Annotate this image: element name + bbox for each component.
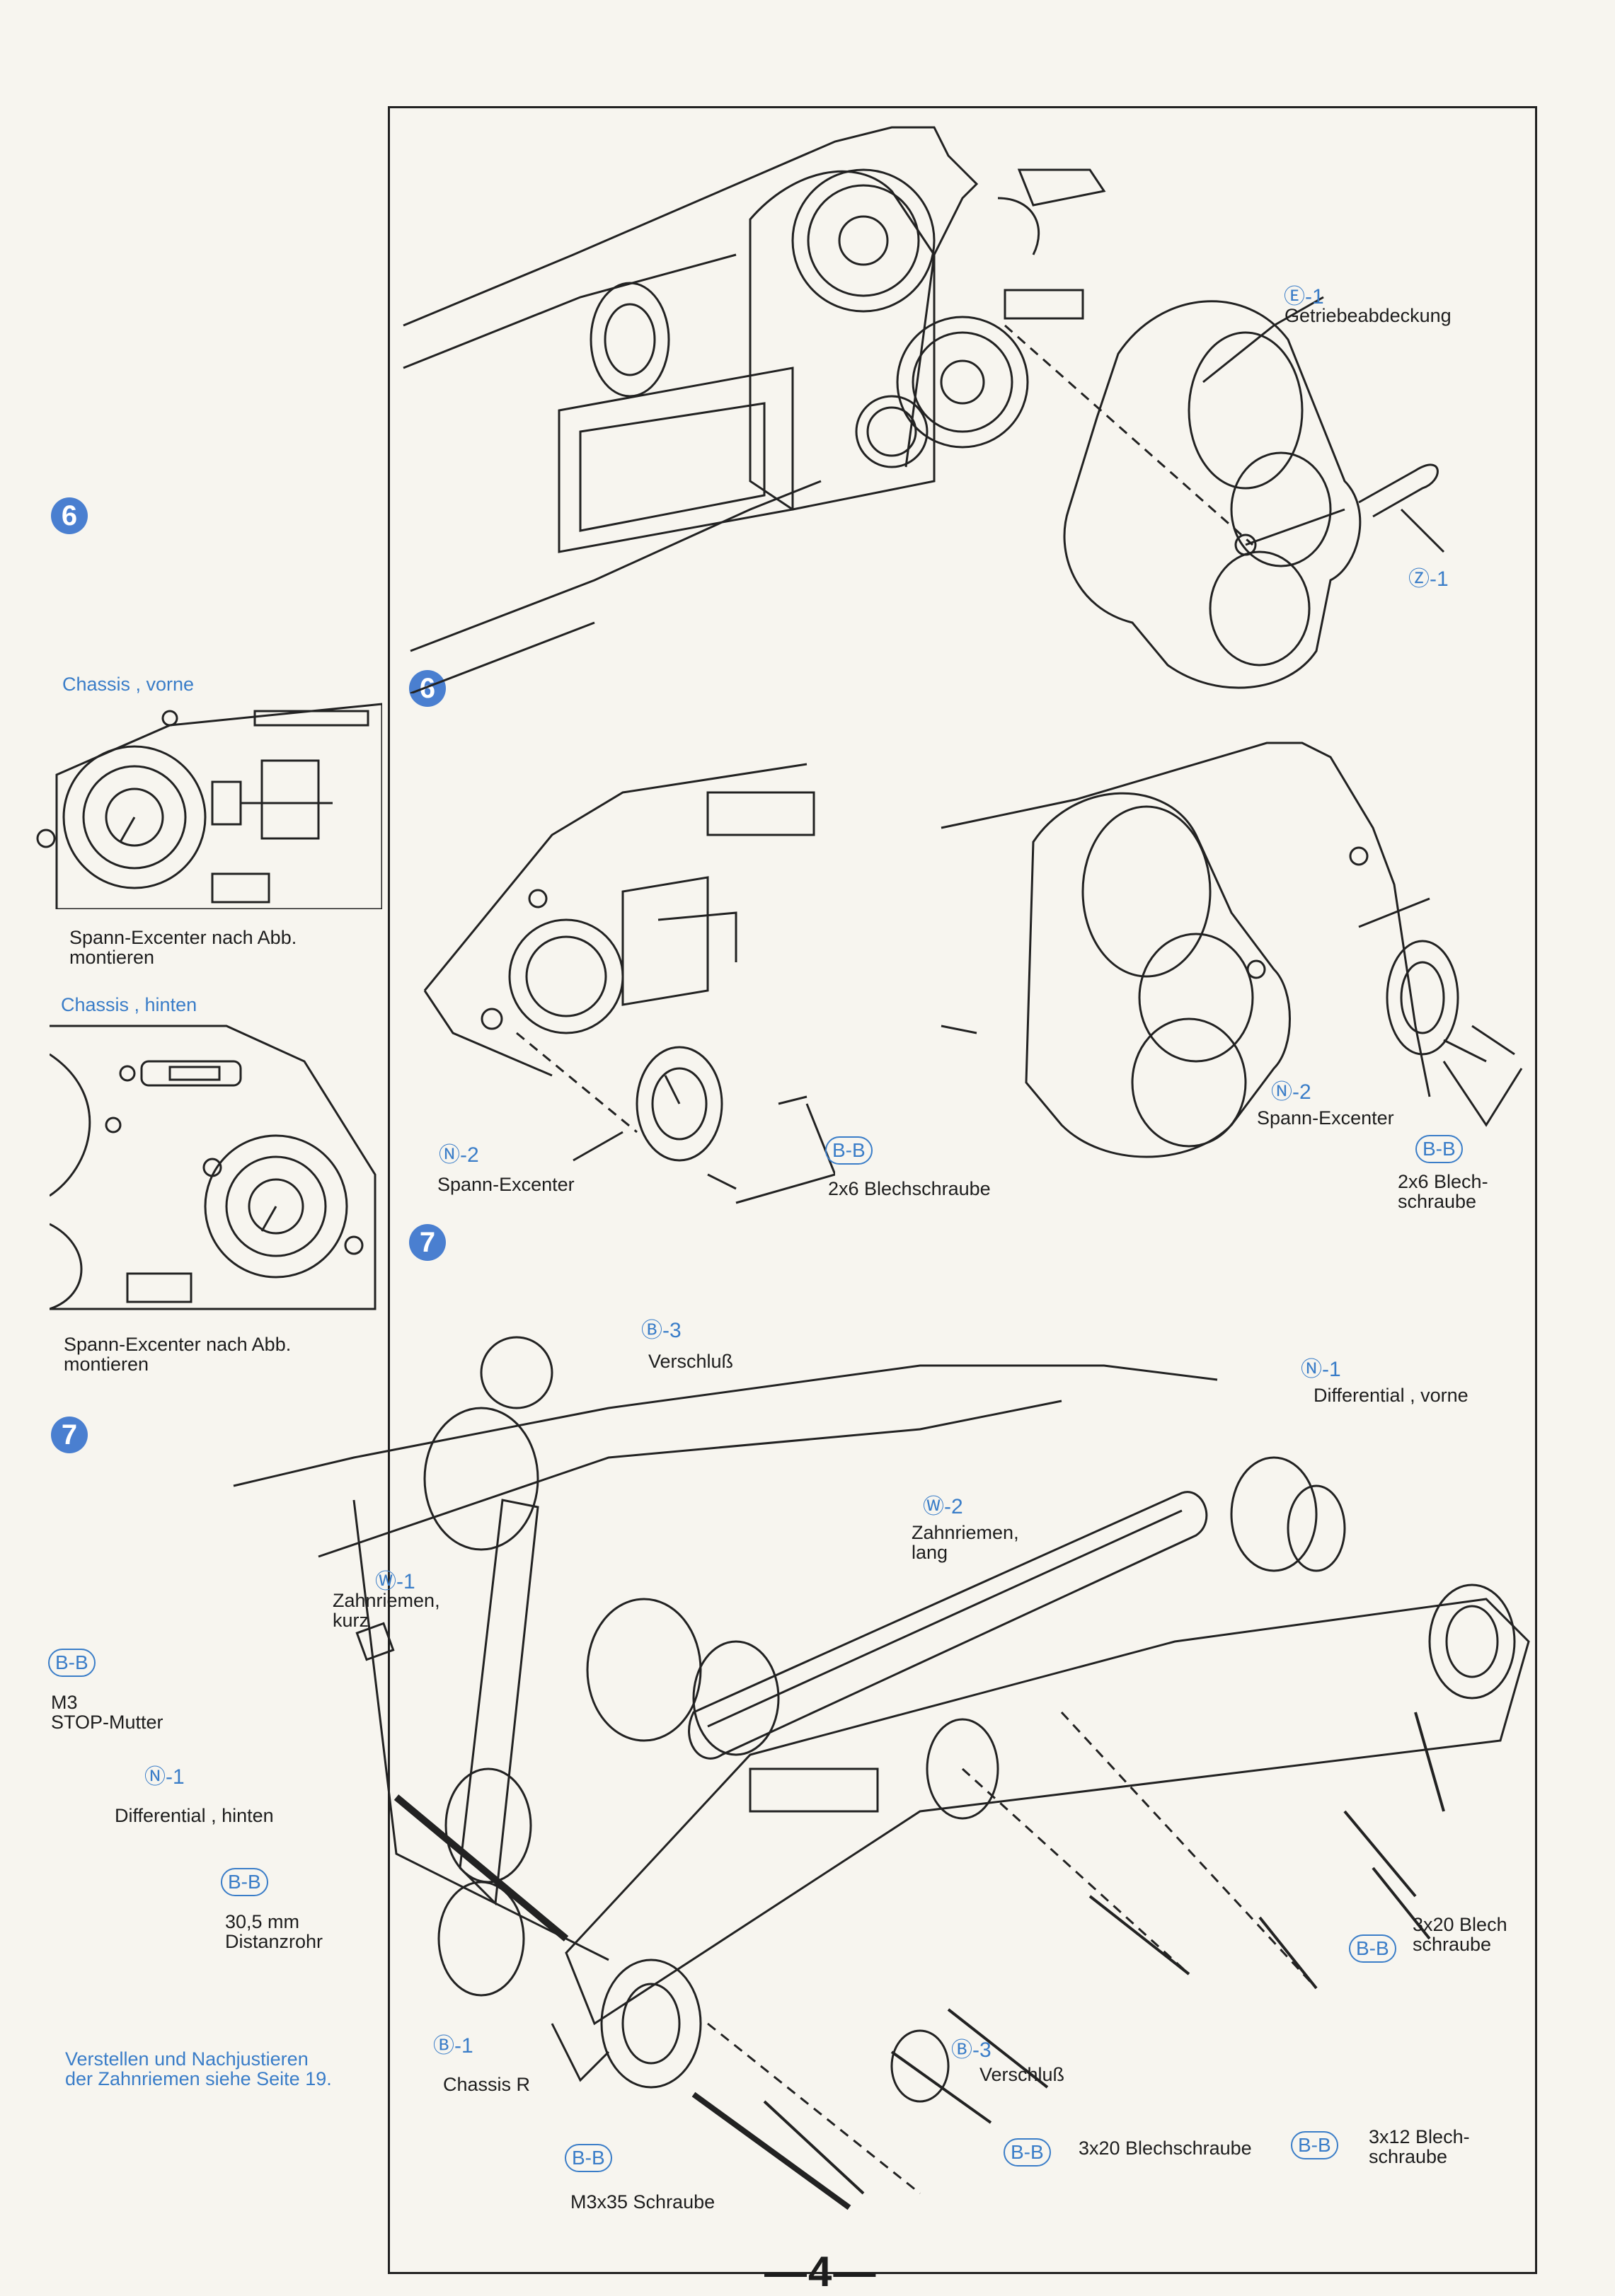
left-part-code: Ⓝ-2 bbox=[439, 1143, 479, 1167]
gearbox-cover-drawing bbox=[403, 126, 1445, 693]
page-number: —4— bbox=[764, 2248, 878, 2295]
screw320-right-badge: B-B bbox=[1349, 1934, 1396, 1963]
step-7-badge-side: 7 bbox=[51, 1417, 88, 1453]
excenter-left-drawing bbox=[423, 763, 835, 1204]
spacer-badge-wrap: B-B bbox=[221, 1868, 268, 1896]
chassis-rear-label: Chassis , hinten bbox=[61, 994, 197, 1015]
chassis-rear-drawing bbox=[50, 1025, 377, 1310]
belt-long-name: Zahnriemen, lang bbox=[912, 1522, 1019, 1563]
diff-rear-code: Ⓝ-1 bbox=[144, 1765, 185, 1789]
latch-bottom-code: Ⓑ-3 bbox=[951, 2038, 992, 2062]
screw320-right-badge-wrap: B-B bbox=[1349, 1934, 1396, 1963]
latch-top-code: Ⓑ-3 bbox=[641, 1319, 682, 1342]
screw320-name: 3x20 Blechschraube bbox=[1079, 2138, 1252, 2159]
chassis-front-label: Chassis , vorne bbox=[62, 674, 195, 695]
clip-code: Ⓩ-1 bbox=[1408, 567, 1449, 591]
right-screw-badge-wrap: B-B bbox=[1415, 1135, 1463, 1163]
chassis-front-note: Spann-Excenter nach Abb. montieren bbox=[69, 927, 297, 968]
chassis-front-drawing bbox=[36, 703, 382, 909]
screw335-badge: B-B bbox=[565, 2144, 612, 2172]
chassis-rear-note: Spann-Excenter nach Abb. montieren bbox=[64, 1334, 292, 1375]
right-part-name: Spann-Excenter bbox=[1257, 1107, 1394, 1129]
chassis-code: Ⓑ-1 bbox=[433, 2034, 473, 2058]
right-part-code: Ⓝ-2 bbox=[1271, 1080, 1311, 1104]
left-screw-badge-wrap: B-B bbox=[825, 1136, 873, 1165]
diff-front-name: Differential , vorne bbox=[1314, 1385, 1469, 1406]
belt-short-name: Zahnriemen, kurz bbox=[333, 1590, 440, 1631]
chassis-assembly-drawing bbox=[233, 1336, 1530, 2210]
adjust-note: Verstellen und Nachjustieren der Zahnrie… bbox=[65, 2048, 332, 2089]
excenter-right-drawing bbox=[941, 742, 1523, 1158]
spacer-name: 30,5 mm Distanzrohr bbox=[225, 1911, 323, 1952]
diff-rear-name: Differential , hinten bbox=[115, 1805, 274, 1826]
step-6-badge: 6 bbox=[409, 670, 446, 707]
nut-badge: B-B bbox=[48, 1649, 96, 1677]
instruction-frame bbox=[388, 106, 1537, 2274]
screw312-name: 3x12 Blech- schraube bbox=[1369, 2126, 1470, 2167]
right-screw-badge: B-B bbox=[1415, 1135, 1463, 1163]
diff-front-code: Ⓝ-1 bbox=[1301, 1358, 1341, 1381]
nut-name: M3 STOP-Mutter bbox=[51, 1692, 163, 1733]
right-screw-name: 2x6 Blech- schraube bbox=[1398, 1171, 1488, 1212]
screw335-name: M3x35 Schraube bbox=[570, 2191, 715, 2213]
screw335-badge-wrap: B-B bbox=[565, 2144, 612, 2172]
latch-bottom-name: Verschluß bbox=[979, 2064, 1065, 2085]
nut-badge-wrap: B-B bbox=[48, 1649, 96, 1677]
screw320-badge-wrap: B-B bbox=[1004, 2138, 1051, 2167]
screw312-badge: B-B bbox=[1291, 2131, 1338, 2159]
chassis-name: Chassis R bbox=[443, 2074, 531, 2095]
step-6-badge-side: 6 bbox=[51, 497, 88, 534]
latch-top-name: Verschluß bbox=[648, 1351, 734, 1372]
gearcover-code: Ⓔ-1 bbox=[1284, 285, 1324, 308]
left-screw-name: 2x6 Blechschraube bbox=[828, 1178, 991, 1199]
left-screw-badge: B-B bbox=[825, 1136, 873, 1165]
spacer-badge: B-B bbox=[221, 1868, 268, 1896]
gearcover-name: Getriebeabdeckung bbox=[1284, 305, 1452, 326]
screw320-right-name: 3x20 Blech schraube bbox=[1413, 1914, 1507, 1955]
left-part-name: Spann-Excenter bbox=[437, 1174, 575, 1195]
belt-long-code: Ⓦ-2 bbox=[923, 1495, 963, 1518]
screw320-badge: B-B bbox=[1004, 2138, 1051, 2167]
step-7-badge: 7 bbox=[409, 1224, 446, 1261]
belt-short-code: Ⓦ-1 bbox=[375, 1570, 415, 1593]
screw312-badge-wrap: B-B bbox=[1291, 2131, 1338, 2159]
